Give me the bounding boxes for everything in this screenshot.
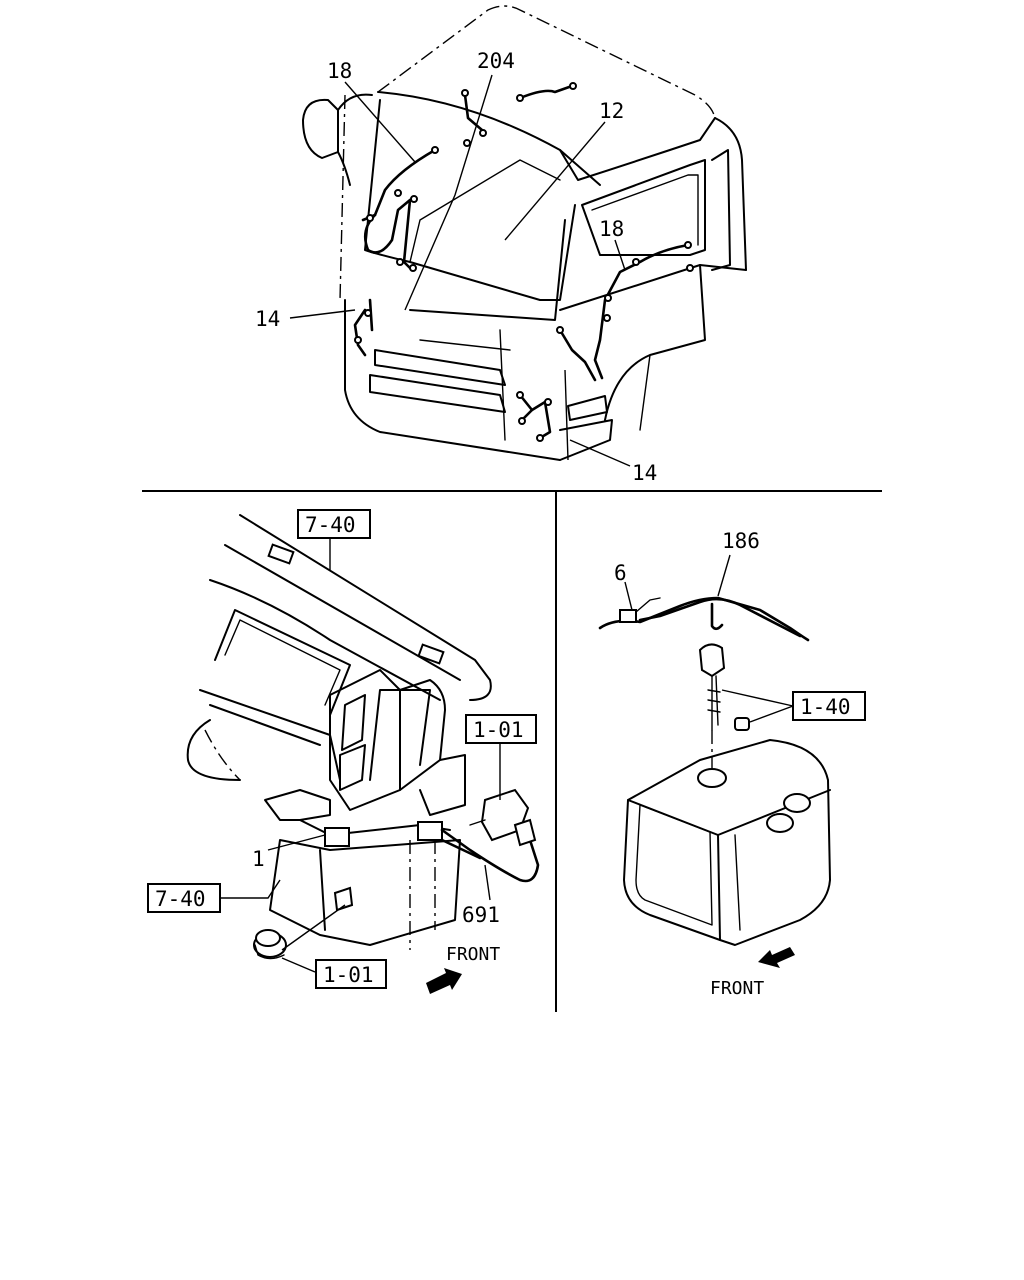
fuel-tank-view <box>598 554 831 968</box>
callout-691: 691 <box>462 903 500 927</box>
ref-1-01-bottom: 1-01 <box>323 963 374 987</box>
callout-18-right: 18 <box>599 217 624 241</box>
connector-block-1 <box>324 827 350 847</box>
ref-7-40-top: 7-40 <box>305 513 356 537</box>
callout-14-bottom: 14 <box>632 461 657 485</box>
front-arrow-icon <box>426 968 462 994</box>
callout-14-left: 14 <box>255 307 280 331</box>
dashboard-view <box>186 514 540 994</box>
connector-block-2 <box>417 821 443 841</box>
ref-box-7-40-top <box>297 509 371 539</box>
filler-neck <box>697 768 727 788</box>
ref-box-1-40 <box>792 691 866 721</box>
callout-204: 204 <box>477 49 515 73</box>
callout-1: 1 <box>252 847 265 871</box>
front-label-left: FRONT <box>446 944 500 965</box>
ref-box-1-01-right <box>465 714 537 744</box>
fuel-sender <box>698 643 726 678</box>
front-label-right: FRONT <box>710 978 764 999</box>
ref-1-01-right: 1-01 <box>473 718 524 742</box>
front-arrow-icon-right <box>758 947 795 968</box>
ref-1-40: 1-40 <box>800 695 851 719</box>
ref-7-40-left: 7-40 <box>155 887 206 911</box>
callout-6: 6 <box>614 561 627 585</box>
callout-186: 186 <box>722 529 760 553</box>
callout-12: 12 <box>599 99 624 123</box>
ref-box-7-40-left <box>147 883 221 913</box>
ref-box-1-01-bottom <box>315 959 387 989</box>
connector-dots <box>354 82 694 442</box>
cab-view <box>289 5 747 467</box>
callout-18-top: 18 <box>327 59 352 83</box>
